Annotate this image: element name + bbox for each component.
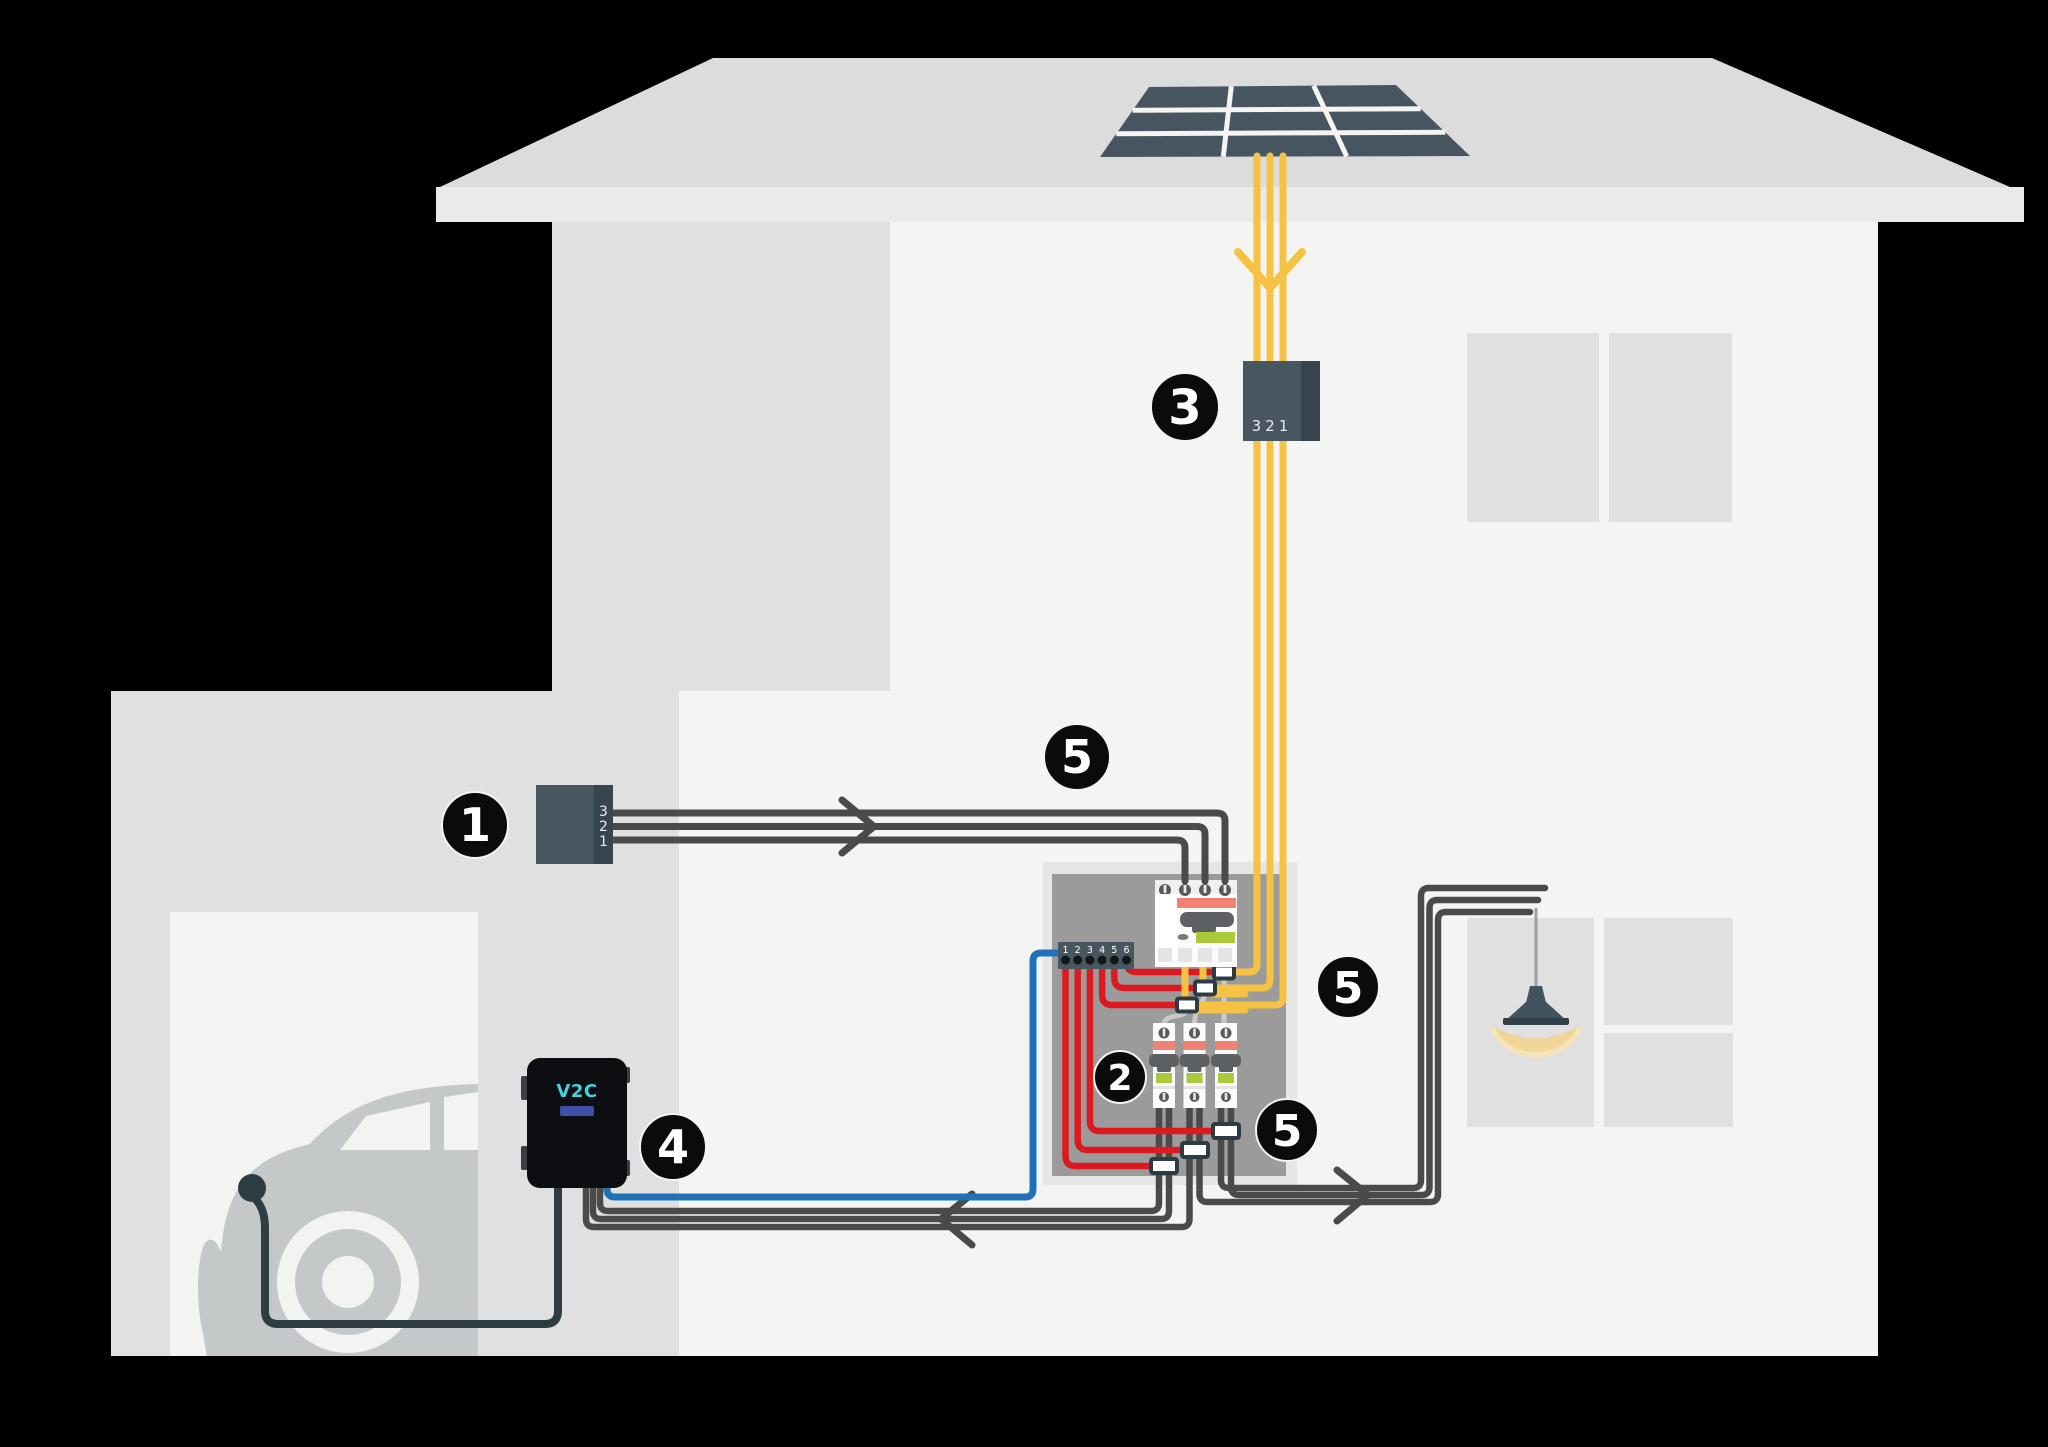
marker-digit: 1 bbox=[459, 798, 491, 852]
connector bbox=[1211, 1122, 1241, 1140]
car-window-rear bbox=[340, 1102, 430, 1150]
marker-circle bbox=[1150, 372, 1220, 442]
terminal-block-digits: 1 2 3 4 5 6 bbox=[1062, 945, 1129, 956]
mcb-breaker bbox=[1149, 1023, 1179, 1108]
marker-2: 2 bbox=[1093, 1050, 1147, 1104]
connector bbox=[1180, 1141, 1210, 1159]
solar-panel bbox=[1100, 84, 1470, 158]
marker-circle bbox=[639, 1113, 707, 1181]
comms-wire-blue bbox=[603, 949, 1062, 1201]
terminal-digit: 1 bbox=[1062, 945, 1068, 956]
marker-1: 1 bbox=[441, 791, 509, 859]
lamp-glow bbox=[1495, 1027, 1577, 1052]
solar-panel-grid-lines bbox=[1116, 84, 1446, 158]
charger-brand-logo: V2C bbox=[556, 1081, 597, 1102]
arrow-left-icon bbox=[937, 1190, 976, 1249]
rcd-handle-tab bbox=[1192, 924, 1216, 933]
terminal-digit: 6 bbox=[1123, 945, 1129, 956]
rcd-handle bbox=[1180, 912, 1234, 927]
grid-meter-wires bbox=[609, 809, 1229, 885]
window-pane bbox=[1609, 333, 1732, 522]
connector bbox=[1193, 979, 1217, 997]
wire-connectors bbox=[1149, 963, 1241, 1175]
meter-digit: 2 bbox=[599, 819, 608, 835]
terminal-digit: 3 bbox=[1087, 945, 1093, 956]
marker-5-right: 5 bbox=[1316, 955, 1380, 1019]
rcd-top-terminals bbox=[1159, 884, 1231, 896]
marker-digit: 2 bbox=[1107, 1058, 1132, 1099]
rcd-salmon-stripe bbox=[1177, 898, 1236, 908]
upper-wall-recess bbox=[552, 222, 890, 691]
window-upper bbox=[1467, 333, 1732, 522]
charger-led-bar bbox=[560, 1106, 594, 1116]
grid-meter-band bbox=[594, 785, 613, 864]
window-pane bbox=[1604, 1033, 1733, 1127]
rcd-bottom-terminals bbox=[1158, 948, 1232, 962]
rcd-green-label bbox=[1196, 932, 1235, 943]
marker-4: 4 bbox=[639, 1113, 707, 1181]
main-rcd-breaker bbox=[1155, 880, 1237, 967]
marker-circle bbox=[1093, 1050, 1147, 1104]
terminal-block-screws bbox=[1061, 955, 1131, 965]
arrow-right-icon bbox=[838, 796, 878, 857]
terminal-block: 1 2 3 4 5 6 bbox=[1058, 942, 1134, 969]
terminal-digit: 2 bbox=[1075, 945, 1081, 956]
mcb-breaker bbox=[1179, 1023, 1210, 1108]
mcb-breaker bbox=[1211, 1023, 1241, 1108]
meter-digit: 3 bbox=[599, 804, 608, 820]
charge-port-plug bbox=[238, 1174, 266, 1202]
arrow-right-icon bbox=[1333, 1166, 1372, 1225]
grid-meter-device: 3 2 1 bbox=[536, 785, 613, 864]
terminal-digit: 5 bbox=[1111, 945, 1117, 956]
marker-digit: 5 bbox=[1333, 963, 1364, 1014]
rcd-test-oval bbox=[1177, 934, 1189, 940]
marker-5-bottom: 5 bbox=[1255, 1098, 1319, 1162]
grid-meter-digits: 3 2 1 bbox=[599, 804, 608, 850]
marker-digit: 3 bbox=[1168, 380, 1201, 436]
mcb-breakers bbox=[1149, 1023, 1241, 1108]
window-pane bbox=[1467, 333, 1599, 522]
wheel-hub bbox=[322, 1256, 374, 1308]
solar-meter-device: 321 bbox=[1243, 361, 1320, 441]
step-markers: 1 2 3 4 5 5 5 bbox=[441, 372, 1380, 1181]
marker-5-top: 5 bbox=[1043, 723, 1111, 791]
connector bbox=[1175, 996, 1199, 1014]
meter-digit: 1 bbox=[599, 834, 608, 850]
control-wires-red bbox=[1062, 954, 1220, 1170]
marker-circle bbox=[1316, 955, 1380, 1019]
window-pane bbox=[1604, 918, 1733, 1025]
pendant-lamp bbox=[1489, 908, 1583, 1058]
solar-meter-label: 321 bbox=[1252, 417, 1293, 435]
car-window-front bbox=[444, 1092, 478, 1150]
solar-meter-band bbox=[1301, 361, 1320, 441]
marker-circle bbox=[441, 791, 509, 859]
lamp-rim bbox=[1503, 1018, 1569, 1025]
charging-cable bbox=[248, 1182, 562, 1328]
marker-digit: 5 bbox=[1272, 1106, 1303, 1157]
connector bbox=[1149, 1157, 1179, 1175]
roof-fascia bbox=[436, 187, 2024, 222]
lamp-shade bbox=[1505, 1001, 1567, 1021]
lamp-neck bbox=[1526, 986, 1546, 1003]
marker-digit: 5 bbox=[1061, 730, 1093, 784]
house bbox=[111, 58, 2024, 1356]
charger-body bbox=[527, 1058, 627, 1188]
marker-3: 3 bbox=[1150, 372, 1220, 442]
arrow-down-icon bbox=[1234, 248, 1306, 292]
marker-digit: 4 bbox=[657, 1120, 689, 1174]
terminal-digit: 4 bbox=[1099, 945, 1105, 956]
charger-supply-wires bbox=[582, 1096, 1193, 1231]
house-load-wires bbox=[1196, 884, 1549, 1206]
rcd-top-strip bbox=[1155, 880, 1237, 894]
marker-circle bbox=[1043, 723, 1111, 791]
solar-panel-cells bbox=[1100, 85, 1470, 157]
connector bbox=[1212, 963, 1236, 981]
ev-charger: V2C bbox=[521, 1058, 630, 1188]
marker-circle bbox=[1255, 1098, 1319, 1162]
